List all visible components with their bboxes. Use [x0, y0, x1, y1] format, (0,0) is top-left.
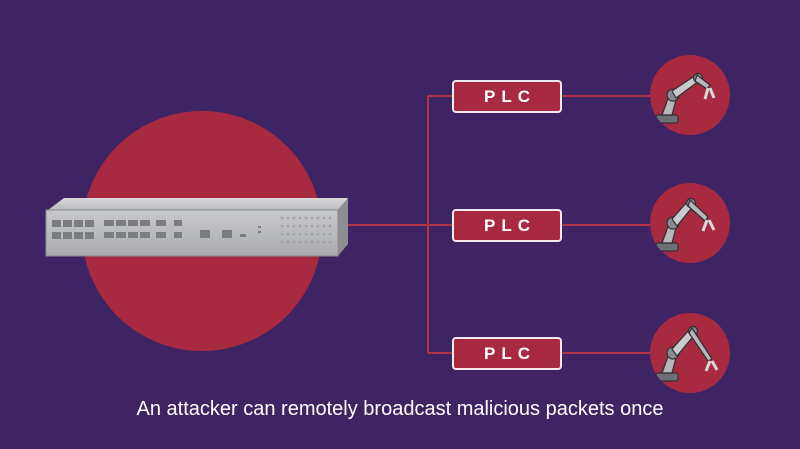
robotic-arm-icon	[655, 72, 716, 124]
caption-text: An attacker can remotely broadcast malic…	[136, 398, 664, 420]
plc-label: PLC	[484, 215, 536, 235]
robot-node-1	[650, 55, 730, 135]
robotic-arm-icon	[655, 325, 719, 382]
robotic-arm-icon	[655, 197, 716, 252]
plc-box-2: PLC	[452, 209, 562, 242]
robot-node-2	[650, 183, 730, 263]
plc-box-1: PLC	[452, 80, 562, 113]
plc-label: PLC	[484, 86, 536, 106]
robot-node-3	[650, 313, 730, 393]
plc-box-3: PLC	[452, 337, 562, 370]
network-appliance-icon	[45, 198, 348, 257]
plc-label: PLC	[484, 343, 536, 363]
